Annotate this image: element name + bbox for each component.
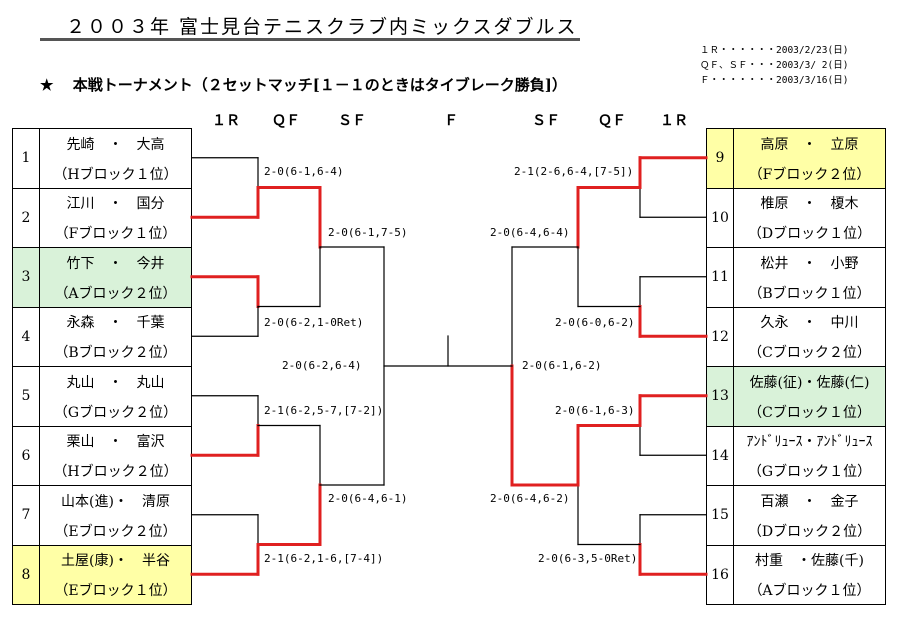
team-names: 村重 ・佐藤(千) [755,553,864,570]
entry-left-2: 江川 ・ 国分 （Fブロック１位） [40,187,192,248]
team-block: （Aブロック２位） [54,285,177,302]
team-block: （Dブロック１位） [747,226,872,243]
team-names: 久永 ・ 中川 [760,315,859,332]
team-block: （Cブロック２位） [748,345,871,362]
entry-right-8: 村重 ・佐藤(千) （Aブロック１位） [734,544,886,605]
seed-left-7: 7 [12,485,40,546]
subtitle-text: 本戦トーナメント（２セットマッチ[１－１のときはタイブレーク勝負]） [72,76,567,94]
team-names: 栗山 ・ 富沢 [66,434,165,451]
round-header-sf-left: ＳＦ [338,113,366,129]
subtitle: ★ 本戦トーナメント（２セットマッチ[１－１のときはタイブレーク勝負]） [40,74,567,95]
seed-right-2: 10 [706,187,734,248]
round-header-sf-right: ＳＦ [532,113,560,129]
score-r1-right-2: 2-0(6-0,6-2) [555,316,635,329]
seed-right-8: 16 [706,544,734,605]
team-block: （Bブロック２位） [54,345,177,362]
team-names: 椎原 ・ 榎木 [760,196,859,213]
schedule-final: Ｆ・・・・・・・2003/3/16(日) [700,75,849,86]
score-qf-left-2: 2-0(6-4,6-1) [328,492,408,505]
entry-right-4: 久永 ・ 中川 （Cブロック２位） [734,306,886,367]
team-names: 高原 ・ 立原 [760,136,859,153]
seed-left-4: 4 [12,306,40,367]
team-names: 佐藤(征)・佐藤(仁) [749,374,870,391]
score-r1-right-3: 2-0(6-1,6-3) [555,404,635,417]
team-block: （Dブロック２位） [747,523,872,540]
score-r1-left-2: 2-0(6-2,1-0Ret) [264,316,364,329]
team-names: 丸山 ・ 丸山 [66,374,165,391]
score-r1-left-1: 2-0(6-1,6-4) [264,165,344,178]
entry-right-7: 百瀬 ・ 金子 （Dブロック２位） [734,485,886,546]
entry-left-1: 先崎 ・ 大高 （Hブロック１位） [40,128,192,189]
score-r1-right-4: 2-0(6-3,5-0Ret) [538,552,638,565]
entry-right-3: 松井 ・ 小野 （Bブロック１位） [734,247,886,308]
seed-left-6: 6 [12,425,40,486]
schedule-r1: １Ｒ・・・・・・2003/2/23(日) [700,45,849,56]
page-title: ２００３年 富士見台テニスクラブ内ミックスダブルス [66,16,578,38]
score-r1-left-4: 2-1(6-2,1-6,[7-4]) [264,552,384,565]
team-names: 江川 ・ 国分 [66,196,165,213]
team-block: （Fブロック２位） [748,166,871,183]
entry-left-8: 土屋(康)・ 半谷 （Eブロック１位） [40,544,192,605]
team-names: 百瀬 ・ 金子 [760,493,859,510]
seed-right-5: 13 [706,366,734,427]
seed-left-8: 8 [12,544,40,605]
round-header-1r-right: １Ｒ [660,113,688,129]
team-names: 先崎 ・ 大高 [66,136,165,153]
score-sf-right: 2-0(6-1,6-2) [522,359,602,372]
team-block: （Eブロック２位） [54,523,177,540]
entry-left-7: 山本(進)・ 清原 （Eブロック２位） [40,485,192,546]
score-qf-right-1: 2-0(6-4,6-4) [490,226,570,239]
entry-left-4: 永森 ・ 千葉 （Bブロック２位） [40,306,192,367]
title-underline [40,38,580,41]
team-block: （Gブロック２位） [53,404,178,421]
score-sf-left: 2-0(6-2,6-4) [282,359,362,372]
score-r1-left-3: 2-1(6-2,5-7,[7-2]) [264,404,384,417]
score-qf-left-1: 2-0(6-1,7-5) [328,226,408,239]
team-block: （Fブロック１位） [54,226,177,243]
entry-right-5: 佐藤(征)・佐藤(仁) （Cブロック１位） [734,366,886,427]
team-names: 松井 ・ 小野 [760,255,859,272]
seed-right-6: 14 [706,425,734,486]
team-names: 永森 ・ 千葉 [66,315,165,332]
round-header-qf-left: ＱＦ [272,113,300,129]
team-names: 竹下 ・ 今井 [66,255,165,272]
seed-right-1: 9 [706,128,734,189]
team-names: ｱﾝﾄﾞﾘｭｰｽ・ｱﾝﾄﾞﾘｭｰｽ [746,434,873,451]
team-block: （Eブロック１位） [54,583,177,600]
team-block: （Aブロック１位） [748,583,871,600]
seed-left-5: 5 [12,366,40,427]
team-block: （Hブロック１位） [53,166,178,183]
entry-right-6: ｱﾝﾄﾞﾘｭｰｽ・ｱﾝﾄﾞﾘｭｰｽ （Gブロック１位） [734,425,886,486]
seed-left-2: 2 [12,187,40,248]
team-block: （Hブロック２位） [53,464,178,481]
team-block: （Cブロック１位） [748,404,871,421]
entry-right-2: 椎原 ・ 榎木 （Dブロック１位） [734,187,886,248]
entry-right-1: 高原 ・ 立原 （Fブロック２位） [734,128,886,189]
seed-right-4: 12 [706,306,734,367]
score-qf-right-2: 2-0(6-4,6-2) [490,492,570,505]
team-block: （Gブロック１位） [747,464,872,481]
entry-left-6: 栗山 ・ 富沢 （Hブロック２位） [40,425,192,486]
round-header-1r-left: １Ｒ [212,113,240,129]
team-names: 土屋(康)・ 半谷 [61,553,170,570]
schedule-qf-sf: ＱＦ、ＳＦ・・・2003/3/ 2(日) [700,60,849,71]
round-header-final: Ｆ [444,113,458,129]
team-block: （Bブロック１位） [748,285,871,302]
score-r1-right-1: 2-1(2-6,6-4,[7-5]) [514,165,634,178]
team-names: 山本(進)・ 清原 [61,493,170,510]
star-icon: ★ [40,76,54,94]
round-header-qf-right: ＱＦ [598,113,626,129]
